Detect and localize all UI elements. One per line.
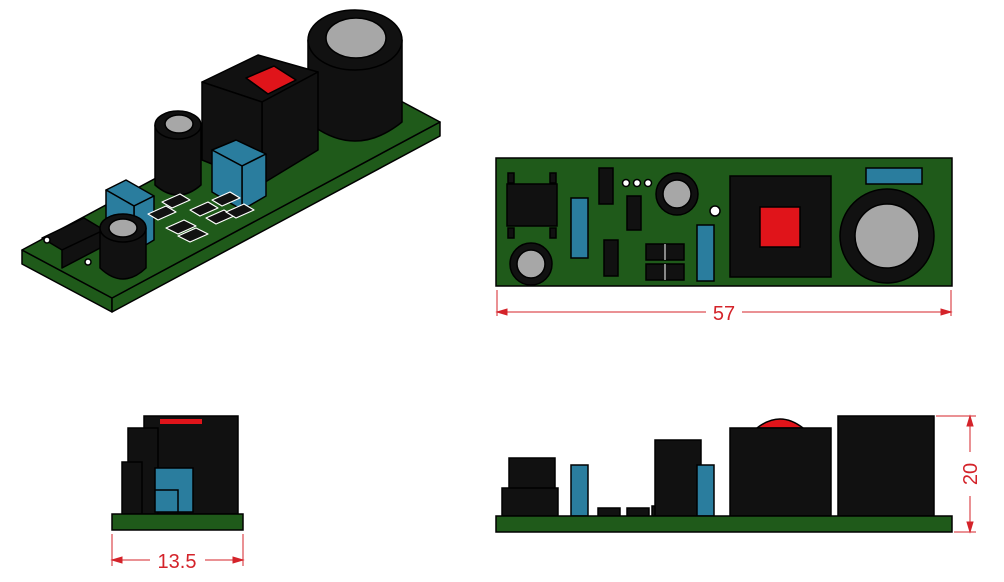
isometric-view — [21, 9, 441, 313]
dimension-length-label: 57 — [713, 303, 735, 325]
side-board — [495, 515, 953, 533]
top-film-capacitor-b — [696, 224, 715, 282]
top-view — [495, 157, 953, 287]
dimension-height — [936, 414, 976, 534]
top-blue-tab — [865, 167, 923, 185]
iso-smd-parts — [147, 191, 255, 243]
end-view — [111, 415, 244, 531]
iso-large-capacitor-sleeve — [325, 17, 387, 59]
dimension-length — [495, 290, 953, 316]
dimension-width-label: 13.5 — [158, 551, 197, 573]
side-large-capacitor — [837, 415, 935, 517]
dimension-height-label: 20 — [960, 463, 982, 485]
top-transformer-core — [759, 206, 801, 248]
top-film-capacitor-a — [570, 197, 589, 259]
side-transformer — [729, 427, 832, 517]
side-view — [495, 415, 953, 533]
iso-small-capacitor-b-sleeve — [108, 218, 138, 238]
iso-small-capacitor-a-sleeve — [164, 114, 194, 134]
iso-transformer-core — [245, 65, 297, 95]
top-rectifier — [506, 183, 558, 227]
end-board — [111, 513, 244, 531]
iso-rectifier-pin — [43, 236, 51, 244]
dimension-width — [110, 534, 245, 566]
side-transformer-core — [754, 418, 806, 429]
iso-rectifier-pin — [84, 258, 92, 266]
end-transformer-core — [160, 419, 202, 424]
